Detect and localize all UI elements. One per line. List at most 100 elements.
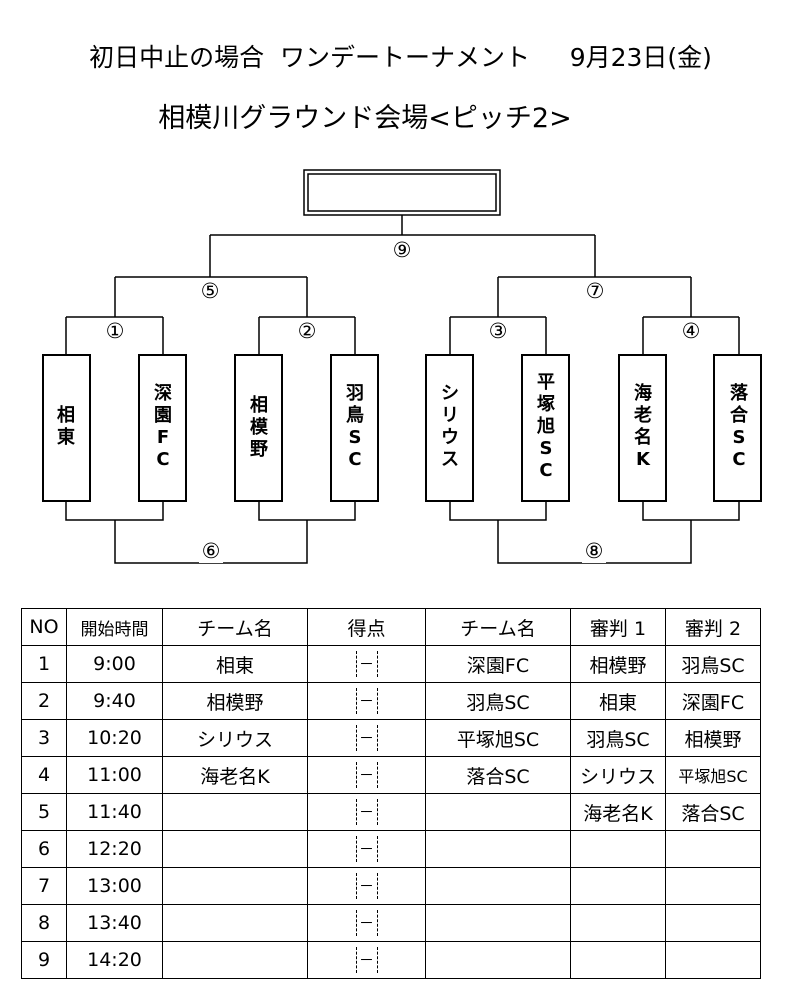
cell-team-a: 海老名K [162, 756, 308, 794]
score-separator: － [355, 947, 378, 973]
cell-ref1 [570, 941, 666, 979]
table-row: 5 11:40 － 海老名K 落合SC [21, 793, 761, 831]
cell-team-a [162, 904, 308, 942]
page-title: 初日中止の場合 ワンデートーナメント 9月23日(金) [89, 43, 712, 72]
team-8-char: 合 [730, 404, 749, 426]
cell-score[interactable]: － [307, 719, 426, 757]
cell-score[interactable]: － [307, 904, 426, 942]
team-3-char: 相 [250, 395, 268, 416]
score-separator: － [355, 873, 378, 899]
svg-text:羽鳥SC: 羽鳥SC [346, 383, 364, 470]
team-box-6 [521, 354, 570, 502]
col-header-score: 得点 [307, 608, 426, 646]
score-separator: － [355, 725, 378, 751]
venue-title: 相模川グラウンド会場<ピッチ2> [158, 103, 572, 134]
match-number-5: ⑤ [201, 279, 220, 303]
cell-team-a [162, 793, 308, 831]
cell-team-a [162, 830, 308, 868]
cell-ref2: 羽鳥SC [665, 645, 761, 683]
cell-team-a: 相東 [162, 645, 308, 683]
cell-ref1 [570, 904, 666, 942]
table-row: 1 9:00 相東 － 深園FC 相模野 羽鳥SC [21, 645, 761, 683]
cell-no: 2 [21, 682, 67, 720]
team-8-char: C [732, 449, 745, 470]
team-2-char: 園 [154, 405, 172, 426]
cell-ref1: 羽鳥SC [570, 719, 666, 757]
cell-team-b [425, 793, 571, 831]
cell-team-b [425, 830, 571, 868]
svg-text:相模野: 相模野 [250, 395, 269, 460]
cell-team-a [162, 941, 308, 979]
cell-ref2 [665, 904, 761, 942]
table-row: 8 13:40 － [21, 904, 761, 942]
cell-score[interactable]: － [307, 830, 426, 868]
col-header-ref2: 審判 2 [665, 608, 761, 646]
cell-ref2: 落合SC [665, 793, 761, 831]
table-row: 9 14:20 － [21, 941, 761, 979]
cell-score[interactable]: － [307, 941, 426, 979]
svg-text:相東: 相東 [57, 405, 75, 448]
cell-no: 7 [21, 867, 67, 905]
cell-time: 13:00 [66, 867, 163, 905]
score-separator: － [355, 651, 378, 677]
cell-no: 3 [21, 719, 67, 757]
team-4-char: 鳥 [346, 404, 364, 426]
col-header-team-b: チーム名 [425, 608, 571, 646]
cell-score[interactable]: － [307, 645, 426, 683]
match-number-2: ② [298, 319, 317, 343]
bracket-lines [42, 169, 762, 564]
cell-score[interactable]: － [307, 793, 426, 831]
team-box-2 [138, 354, 187, 502]
col-header-ref1: 審判 1 [570, 608, 666, 646]
score-separator: － [355, 836, 378, 862]
cell-time: 12:20 [66, 830, 163, 868]
cell-score[interactable]: － [307, 867, 426, 905]
cell-no: 5 [21, 793, 67, 831]
cell-score[interactable]: － [307, 682, 426, 720]
match-number-4: ④ [682, 319, 701, 343]
team-6-char: 旭 [536, 415, 555, 437]
cell-ref1: 相模野 [570, 645, 666, 683]
cell-ref2: 深園FC [665, 682, 761, 720]
team-7-char: 名 [634, 426, 652, 448]
team-box-3 [234, 354, 283, 502]
cell-team-a: シリウス [162, 719, 308, 757]
cell-ref1: シリウス [570, 756, 666, 794]
cell-no: 4 [21, 756, 67, 794]
cell-score[interactable]: － [307, 756, 426, 794]
team-box-7 [618, 354, 667, 502]
cell-team-b [425, 904, 571, 942]
cell-ref2: 平塚旭SC [665, 756, 761, 794]
cell-ref1: 相東 [570, 682, 666, 720]
team-7-char: 老 [634, 404, 652, 426]
match-number-9: ⑨ [393, 238, 412, 262]
team-4-char: S [349, 427, 362, 448]
cell-time: 9:40 [66, 682, 163, 720]
team-2-char: C [156, 449, 169, 470]
svg-text:深園FC: 深園FC [154, 382, 172, 470]
table-row: 3 10:20 シリウス － 平塚旭SC 羽鳥SC 相模野 [21, 719, 761, 757]
cell-ref2: 相模野 [665, 719, 761, 757]
team-3-char: 野 [250, 439, 268, 460]
cell-ref2 [665, 867, 761, 905]
cell-time: 13:40 [66, 904, 163, 942]
cell-team-a: 相模野 [162, 682, 308, 720]
table-header-row: NO 開始時間 チーム名 得点 チーム名 審判 1 審判 2 [21, 608, 761, 646]
cell-time: 11:00 [66, 756, 163, 794]
team-7-char: K [636, 449, 651, 470]
match-number-8: ⑧ [585, 539, 604, 563]
team-8-char: S [733, 427, 746, 448]
winner-box-outer [303, 169, 501, 216]
team-2-char: 深 [154, 382, 172, 404]
team-5-char: ス [441, 449, 459, 470]
match-number-6: ⑥ [202, 539, 221, 563]
team-6-char: S [540, 438, 553, 459]
table-row: 6 12:20 － [21, 830, 761, 868]
match-number-1: ① [106, 319, 125, 343]
team-4-char: 羽 [346, 383, 364, 404]
cell-ref1 [570, 830, 666, 868]
team-1-char: 相 [57, 405, 75, 426]
score-separator: － [355, 688, 378, 714]
svg-text:シリウス: シリウス [441, 383, 459, 470]
